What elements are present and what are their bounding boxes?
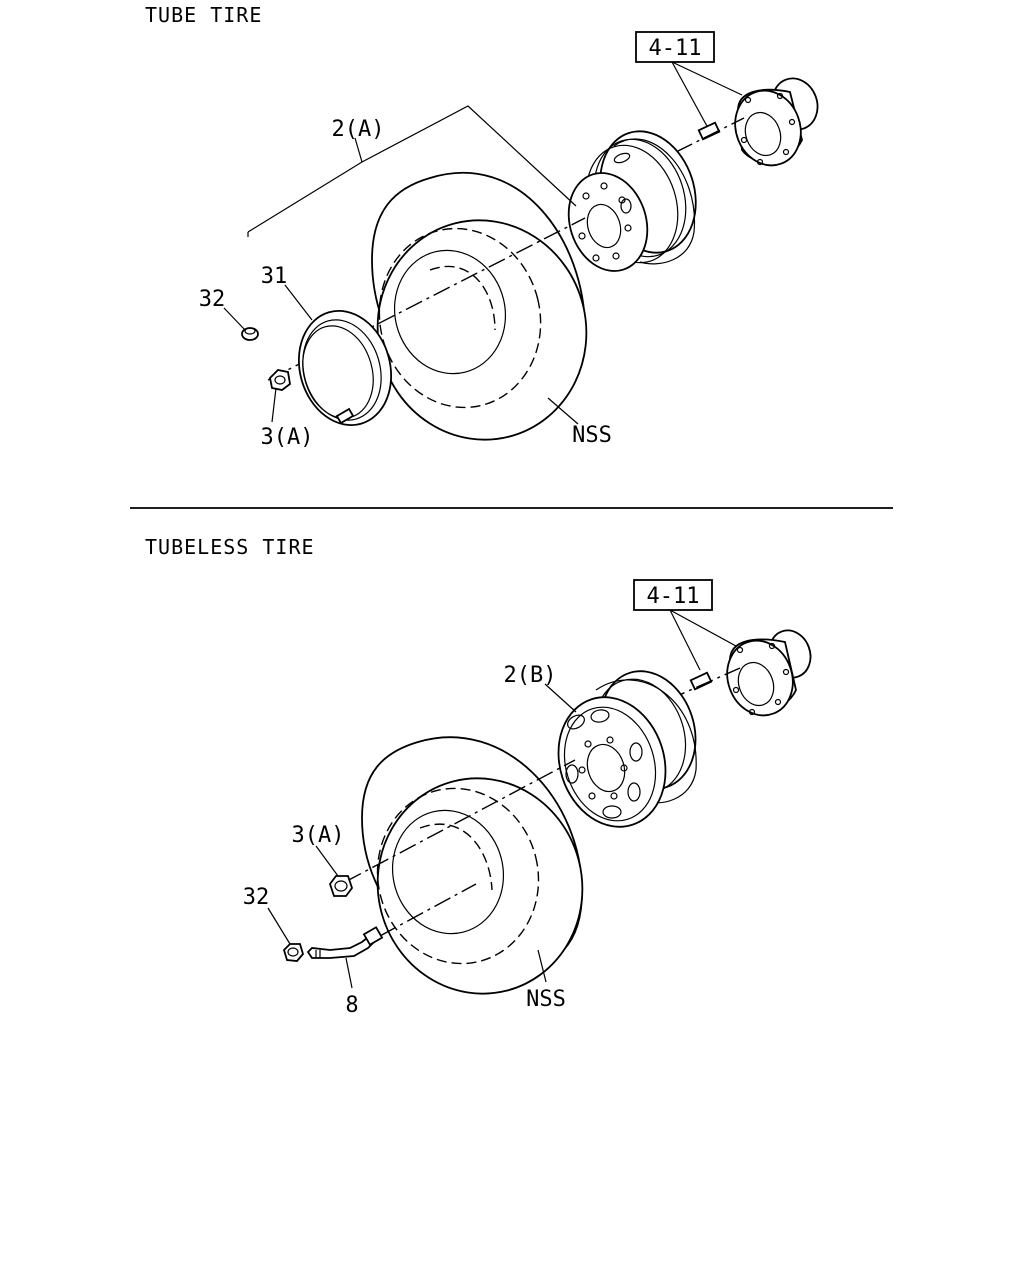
- section-title-tube-tire: TUBE TIRE: [145, 3, 262, 27]
- hub-nut-tubeless: [328, 875, 354, 897]
- valve-axis-line: [379, 883, 477, 937]
- callouts-tube: 2(A) 31 32 3(A) NSS: [199, 105, 612, 450]
- callout-valve-tubeless: 8: [345, 993, 358, 1018]
- callout-wheel-tube: 2(A): [332, 117, 385, 142]
- tire-tubeless: [361, 736, 584, 995]
- callout-nut-tube: 32: [199, 287, 226, 312]
- ref-box-tube: 4-11: [635, 31, 743, 129]
- callout-tire-tubeless: NSS: [526, 987, 566, 1012]
- side-ring-tube: [297, 309, 393, 427]
- ref-box-tubeless-label: 4-11: [647, 584, 700, 609]
- ref-box-tubeless: 4-11: [633, 579, 737, 671]
- callout-wheel-tubeless: 2(B): [504, 663, 557, 688]
- nut-32-tube: [241, 327, 259, 341]
- callout-hub-nut-tubeless: 3(A): [292, 823, 345, 848]
- hub-nut-tube: [269, 369, 291, 391]
- callout-ring-tube: 31: [261, 264, 288, 289]
- callout-tire-tube: NSS: [572, 423, 612, 448]
- valve-tubeless: [306, 926, 384, 959]
- wheel-disc-tube: [567, 130, 697, 272]
- hub-tubeless: [726, 629, 812, 717]
- callout-hub-nut-tube: 3(A): [261, 425, 314, 450]
- ref-box-tube-label: 4-11: [649, 36, 702, 61]
- nut-32-tubeless: [282, 943, 305, 962]
- hub-tube: [734, 77, 819, 167]
- callouts-tubeless: 2(B) 3(A) 32 8 NSS: [243, 663, 577, 1018]
- axis-line-tubeless: [344, 759, 576, 883]
- wheel-disc-tubeless: [557, 670, 697, 828]
- callout-nut-tubeless: 32: [243, 885, 270, 910]
- hub-bolt-tube: [675, 117, 745, 153]
- axis-line-tube: [267, 217, 586, 381]
- tire-tube: [371, 171, 588, 441]
- section-title-tubeless-tire: TUBELESS TIRE: [145, 535, 315, 559]
